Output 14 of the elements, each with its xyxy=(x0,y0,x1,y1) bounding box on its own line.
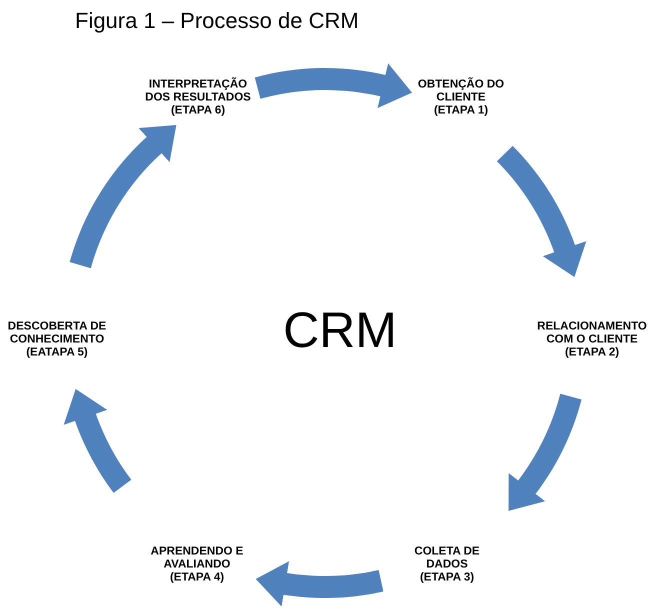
stage-label: OBTENÇÃO DO CLIENTE (ETAPA 1) xyxy=(415,78,507,118)
curved-arrow xyxy=(496,146,586,277)
stage-label: DESCOBERTA DE CONHECIMENTO (EATAPA 5) xyxy=(7,320,107,360)
curved-arrow xyxy=(508,394,582,511)
curved-arrow xyxy=(256,561,384,607)
stage-label: APRENDENDO E AVALIANDO (ETAPA 4) xyxy=(145,546,249,584)
center-label: CRM xyxy=(283,301,397,359)
stage-label: COLETA DE DADOS (ETAPA 3) xyxy=(408,546,486,584)
curved-arrow xyxy=(254,63,412,108)
figure-title: Figura 1 – Processo de CRM xyxy=(75,8,359,34)
stage-label: RELACIONAMENTO COM O CLIENTE (ETAPA 2) xyxy=(530,320,654,360)
curved-arrow xyxy=(64,389,132,493)
curved-arrow xyxy=(70,124,176,268)
stage-label: INTERPRETAÇÃO DOS RESULTADOS (ETAPA 6) xyxy=(139,78,257,118)
